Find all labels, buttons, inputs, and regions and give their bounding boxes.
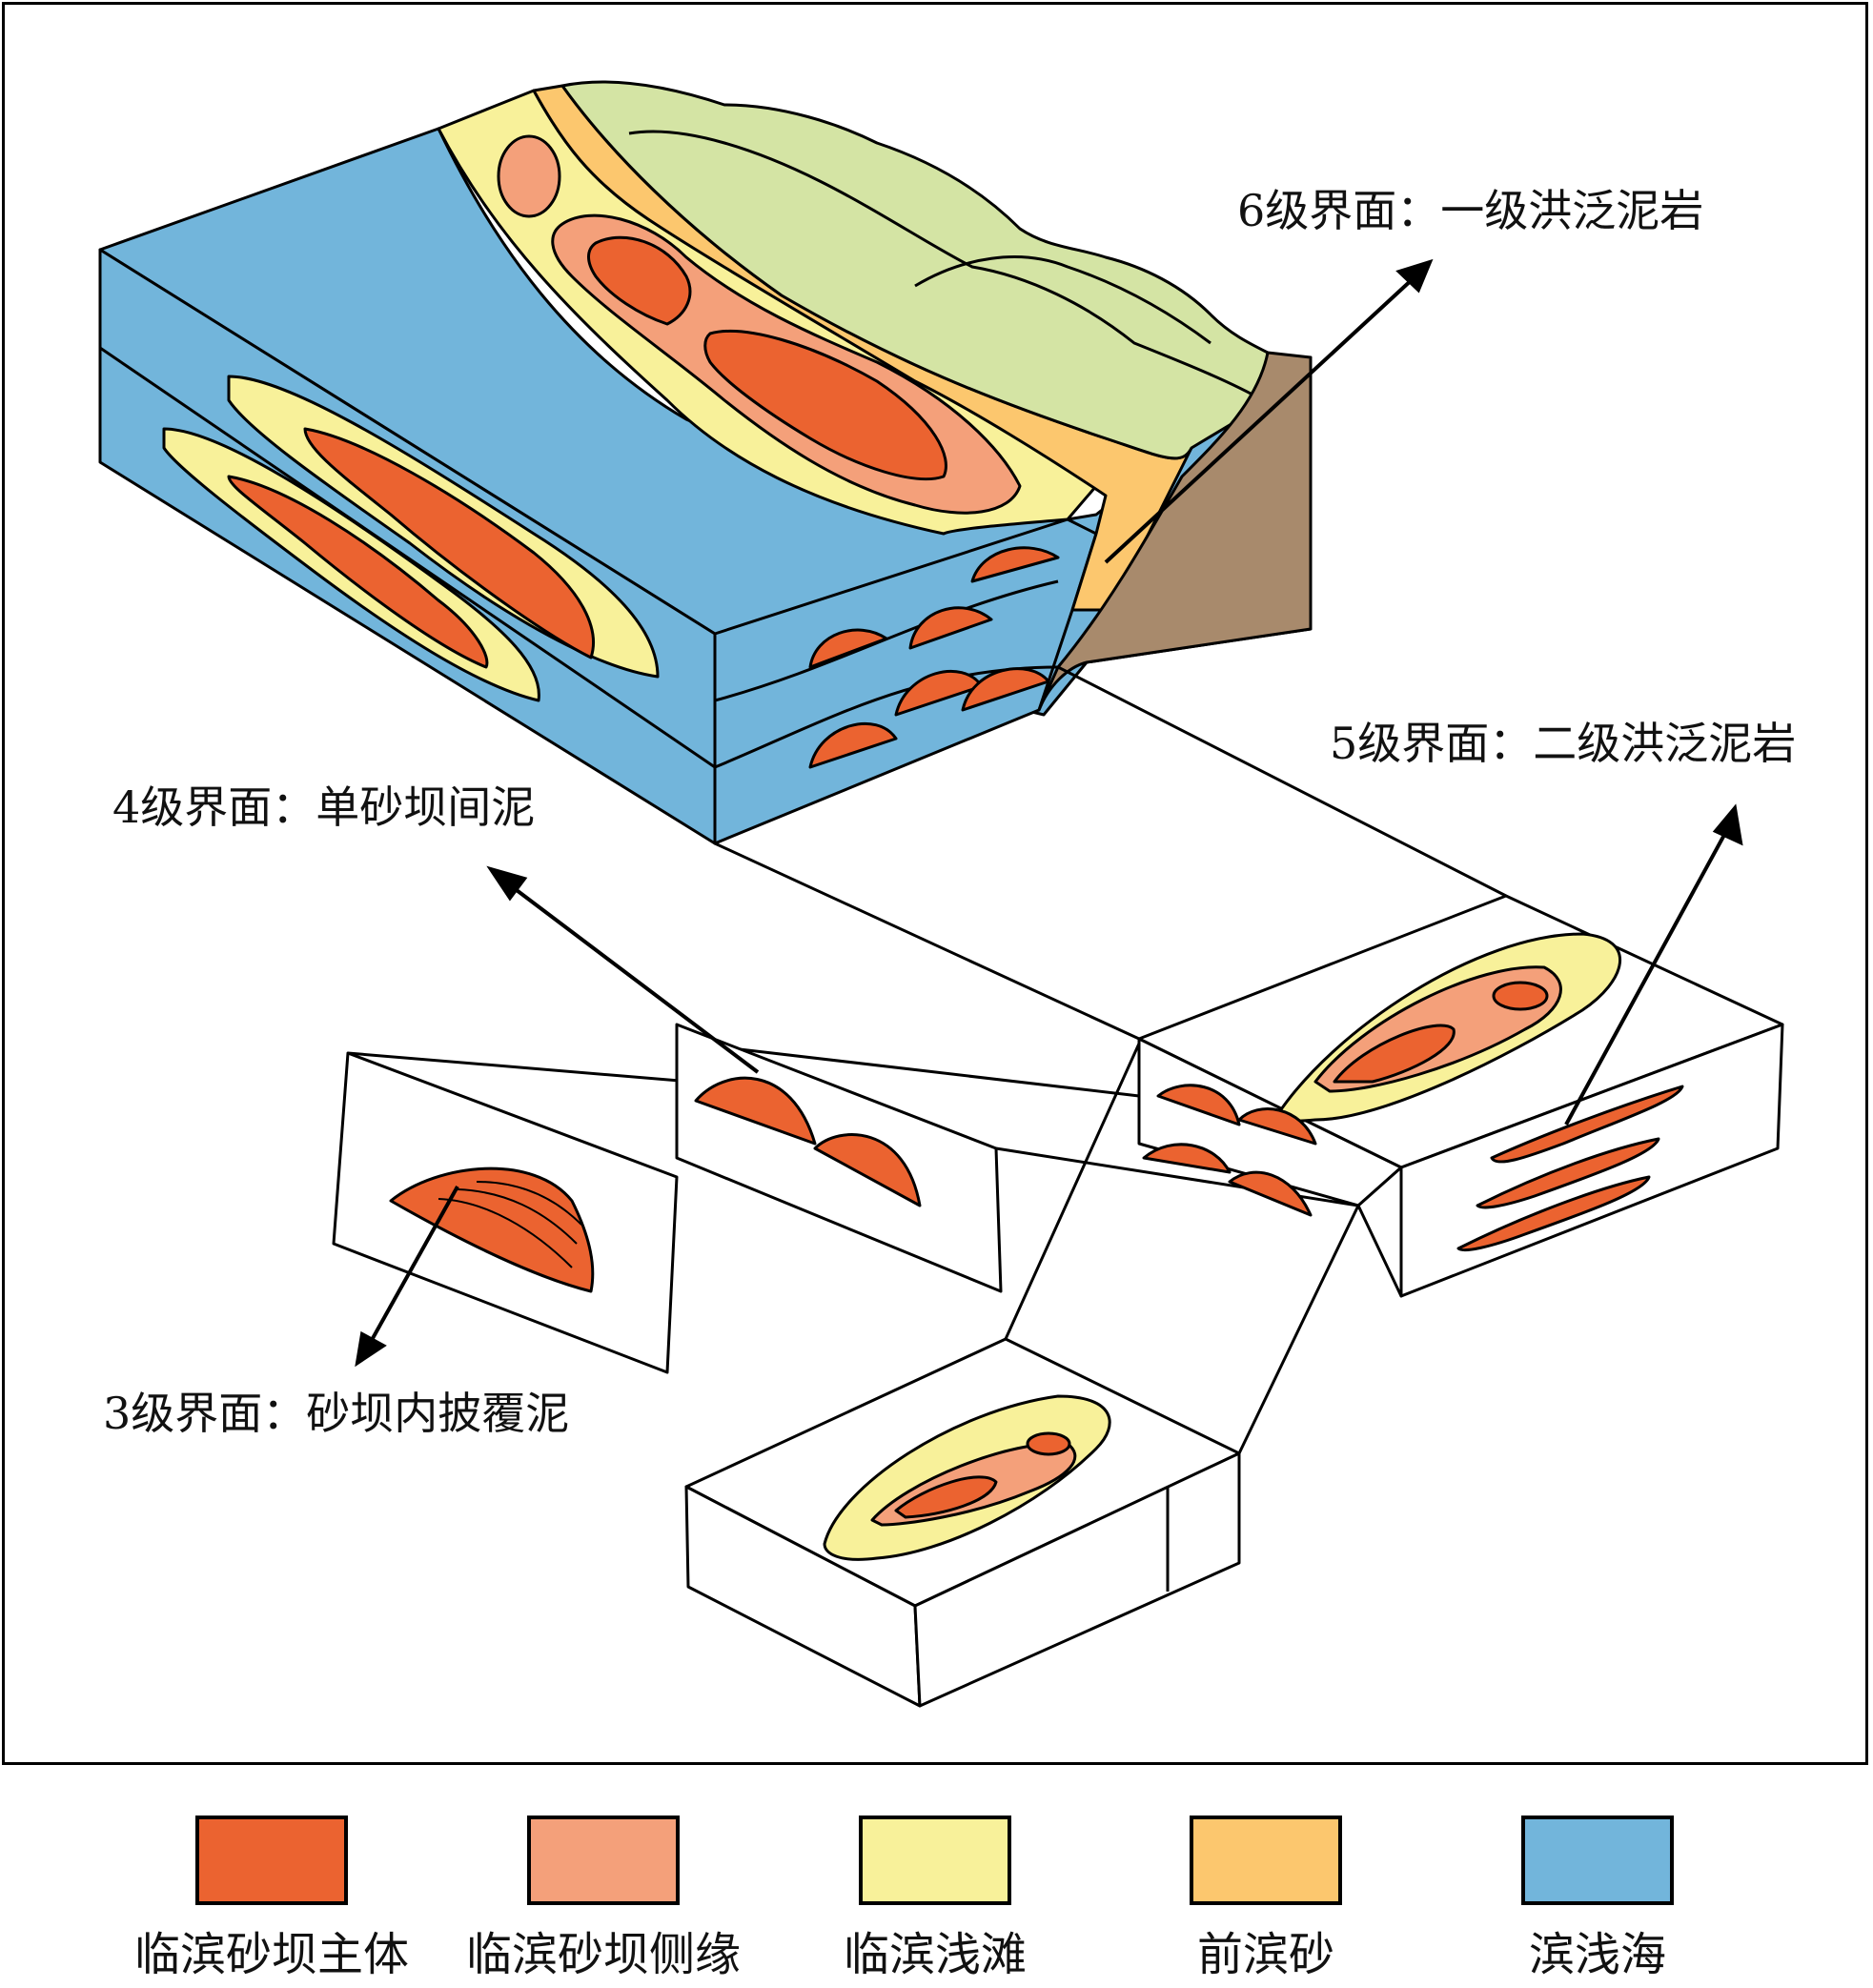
legend-swatch-shoal [859,1816,1011,1905]
arrow-head-level4 [486,865,528,902]
label-level4: 4级界面：单砂坝间泥 [112,781,536,833]
bar-main-body-2 [703,330,947,481]
label-level6: 6级界面：一级洪泛泥岩 [1237,185,1704,236]
left-face-lens-red-1 [303,427,595,659]
connector-lines [347,665,1507,1454]
label-level5: 5级界面：二级洪泛泥岩 [1330,718,1797,769]
legend-label-shoal: 临滨浅滩 [843,1928,1028,1981]
block-d [684,1337,1241,1708]
label-level3: 3级界面：砂坝内披覆泥 [103,1388,570,1439]
legend-swatch-sea [1521,1816,1674,1905]
arrow-head-level6 [1395,258,1434,294]
arrow-head-level3 [355,1330,387,1368]
panel-b [675,1023,1003,1293]
left-face-lens-red-2 [227,475,489,669]
arrows [355,258,1743,1368]
legend-swatch-bar-edge [527,1816,680,1905]
arrow-head-level5 [1712,803,1743,846]
bar-main-body [587,235,692,326]
panel-a [332,1051,679,1374]
cliff-face [1037,351,1313,712]
block-c [1137,894,1784,1298]
legend-label-bar-main: 临滨砂坝主体 [133,1928,410,1981]
block-diagram [98,80,1784,1708]
legend-swatch-foreshore [1190,1816,1342,1905]
hill-area [560,80,1270,460]
main-block [98,80,1313,845]
legend: 临滨砂坝主体 临滨砂坝侧缘 临滨浅滩 前滨砂 滨浅海 [0,1816,1873,1988]
legend-swatch-bar-main [195,1816,348,1905]
legend-label-sea: 滨浅海 [1528,1928,1667,1981]
legend-label-foreshore: 前滨砂 [1196,1928,1335,1981]
figure-frame [2,2,1868,1765]
legend-label-bar-edge: 临滨砂坝侧缘 [465,1928,742,1981]
